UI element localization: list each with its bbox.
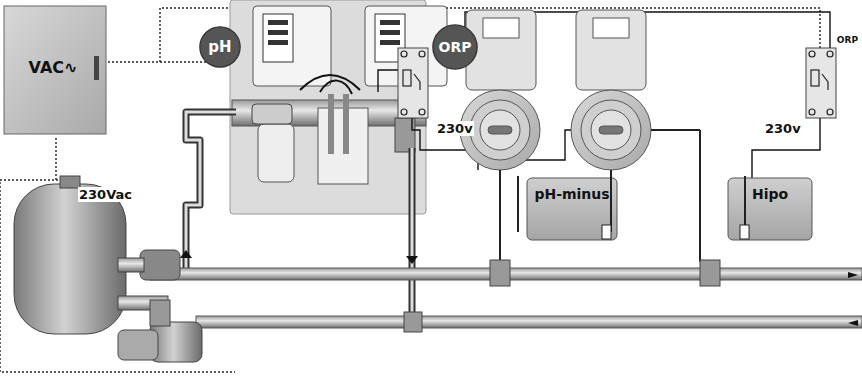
node-text: Hipo	[752, 186, 788, 202]
power-cabinet: VAC∿	[14, 50, 92, 84]
node-text: pH	[208, 38, 231, 56]
chemical-tank: pH-minus	[527, 180, 617, 208]
signal-label: ORP	[836, 35, 859, 45]
node-text: pH-minus	[534, 186, 609, 202]
chemical-tank: Hipo	[728, 180, 812, 208]
voltage-label: 230v	[436, 121, 474, 136]
voltage-label: 230v	[764, 121, 802, 136]
node-text: VAC∿	[29, 58, 78, 77]
orp-badge: ORP	[432, 24, 478, 70]
voltage-label: 230Vac	[78, 187, 133, 202]
ph-badge: pH	[199, 26, 241, 68]
cabinet	[4, 6, 106, 134]
node-text: ORP	[439, 39, 472, 55]
